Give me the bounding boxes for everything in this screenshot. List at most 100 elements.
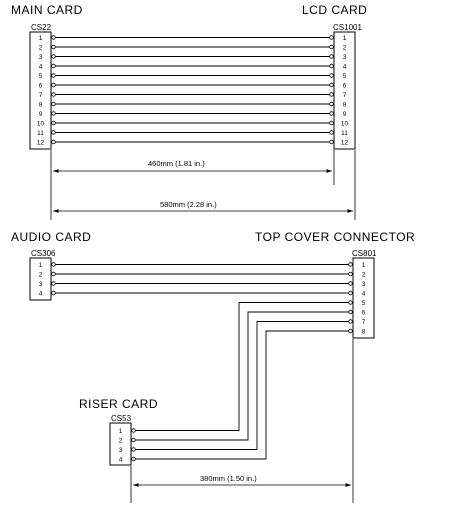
top-cover-pin-number: 1 [362, 262, 366, 269]
pin-hole [348, 262, 353, 267]
main-card-pin-number: 5 [39, 73, 43, 80]
main-card-pin-number: 6 [39, 82, 43, 89]
pin-hole [329, 82, 334, 88]
cs306-connector-label: CS306 [31, 249, 56, 258]
pin-hole [329, 63, 334, 69]
pin-hole [348, 271, 353, 277]
pin-hole [51, 35, 56, 40]
pin-hole [348, 328, 353, 334]
cs22-connector-label: CS22 [31, 23, 52, 32]
main-card-pin-number: 3 [39, 54, 43, 61]
riser-card-pin-number: 4 [119, 456, 123, 463]
wire [135, 321, 349, 450]
pin-hole [329, 101, 334, 107]
pin-hole [131, 428, 136, 433]
top-cover-pin-number: 3 [362, 281, 366, 288]
top-cover-pin-number: 4 [362, 290, 366, 297]
main-card-pin-number: 7 [39, 92, 43, 99]
main-card-pin-number: 1 [39, 35, 43, 42]
pin-hole [329, 44, 334, 50]
pin-hole [348, 281, 353, 286]
pin-hole [51, 290, 56, 296]
pin-hole [329, 139, 334, 145]
pin-hole [329, 130, 334, 135]
top-cover-connector-block [352, 257, 375, 339]
lcd-card-pin-number: 5 [343, 73, 347, 80]
cs801-connector-label: CS801 [352, 249, 377, 258]
pin-hole [348, 290, 353, 296]
pin-hole [51, 139, 56, 145]
main-card-connector [29, 31, 52, 150]
dimension-580-label: 580mm (2.28 in.) [160, 200, 217, 209]
main-card-pin-number: 11 [37, 130, 44, 137]
top-cover-pin-number: 6 [362, 309, 366, 316]
lcd-card-pin-number: 8 [343, 101, 347, 108]
audio-card-pin-number: 1 [39, 262, 43, 269]
lcd-card-pin-number: 9 [343, 111, 347, 118]
riser-card-title: RISER CARD [79, 397, 158, 411]
pin-hole [329, 111, 334, 116]
audio-card-pin-number: 2 [39, 271, 43, 278]
pin-hole [329, 73, 334, 78]
pin-hole [329, 35, 334, 40]
top-cover-pin-number: 5 [362, 300, 366, 307]
lcd-card-pin-number: 1 [343, 35, 347, 42]
lcd-card-connector [333, 31, 356, 150]
lcd-card-pin-number: 4 [343, 63, 347, 70]
top-cover-connector-title: TOP COVER CONNECTOR [255, 230, 415, 244]
bottom-wire-bundle: 1 2 3 4 1 2 3 4 5 6 7 8 1 2 3 4 [39, 262, 366, 464]
main-card-title: MAIN CARD [11, 3, 83, 17]
pin-hole [51, 130, 56, 135]
pin-hole [329, 54, 334, 59]
pin-hole [51, 44, 56, 50]
lcd-card-pin-number: 3 [343, 54, 347, 61]
pin-hole [131, 456, 136, 462]
lcd-card-pin-number: 7 [343, 92, 347, 99]
wire [135, 302, 349, 431]
pin-hole [348, 300, 353, 305]
lcd-card-pin-number: 11 [341, 130, 348, 137]
dimension-460-label: 460mm (1.81 in.) [148, 159, 205, 168]
wire [135, 311, 349, 441]
pin-hole [329, 120, 334, 126]
top-cover-pin-number: 7 [362, 319, 366, 326]
riser-card-pin-number: 1 [119, 428, 123, 435]
pin-hole [51, 63, 56, 69]
riser-card-pin-number: 3 [119, 447, 123, 454]
cs53-connector-label: CS53 [111, 414, 132, 423]
pin-hole [131, 447, 136, 452]
lcd-card-pin-number: 2 [343, 44, 347, 51]
main-card-pin-number: 2 [39, 44, 43, 51]
top-cover-pin-number: 2 [362, 271, 366, 278]
audio-card-pin-number: 3 [39, 281, 43, 288]
pin-hole [51, 281, 56, 286]
pin-hole [131, 437, 136, 443]
pin-hole [51, 101, 56, 107]
pin-hole [348, 319, 353, 324]
lcd-card-title: LCD CARD [302, 3, 367, 17]
lcd-card-pin-number: 6 [343, 82, 347, 89]
top-cover-pin-number: 8 [362, 328, 366, 335]
pin-hole [51, 54, 56, 59]
pin-hole [51, 92, 56, 97]
main-card-pin-number: 9 [39, 111, 43, 118]
audio-card-title: AUDIO CARD [11, 230, 91, 244]
riser-card-pin-number: 2 [119, 437, 123, 444]
main-card-pin-number: 10 [37, 120, 45, 127]
pin-hole [51, 111, 56, 116]
audio-card-pin-number: 4 [39, 290, 43, 297]
wire [135, 330, 349, 460]
pin-hole [51, 82, 56, 88]
pin-hole [51, 73, 56, 78]
main-card-pin-number: 4 [39, 63, 43, 70]
audio-card-connector [29, 257, 52, 301]
cs1001-connector-label: CS1001 [333, 23, 362, 32]
pin-hole [329, 92, 334, 97]
pin-hole [51, 262, 56, 267]
riser-card-connector [109, 422, 132, 466]
lcd-card-pin-number: 12 [341, 139, 349, 146]
dimension-380-label: 380mm (1.50 in.) [200, 474, 257, 483]
